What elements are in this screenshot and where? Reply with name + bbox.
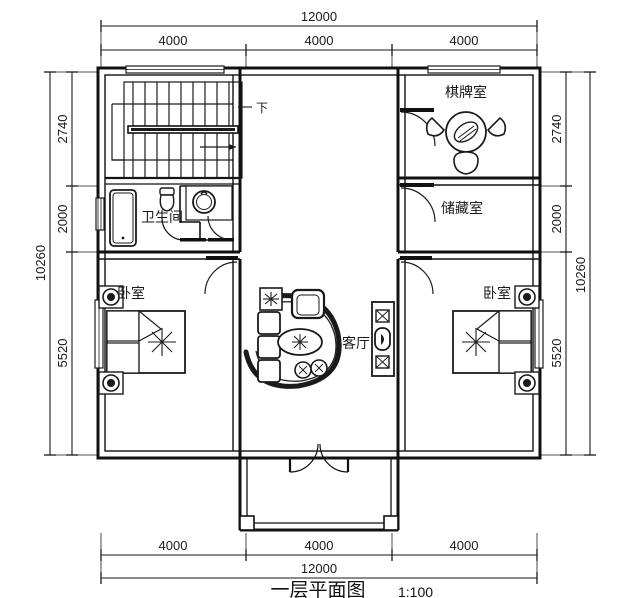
exterior-wall-inner (104, 74, 534, 452)
porch-column-left (239, 515, 255, 531)
sofa-module-3 (257, 359, 281, 383)
top-dimension-chain (100, 20, 538, 68)
bed-right-motif-icon (462, 328, 490, 356)
tv-screen-detail (381, 334, 384, 345)
stair-handrail-core (131, 128, 235, 131)
left-bay-dim-label-2: 2000 (55, 205, 70, 234)
door-leaf-mahjong (400, 108, 434, 112)
speaker-x (375, 309, 390, 323)
room-label-storage: 储藏室 (441, 200, 483, 217)
right-bay-dim-label-2: 2000 (549, 205, 564, 234)
right-dimension-chain (540, 71, 596, 456)
bottom-dimension-chain (100, 533, 538, 584)
room-label-mahjong: 棋牌室 (445, 84, 487, 101)
entry-door-swing-left (289, 443, 319, 473)
lamp-right-bottom-core (523, 379, 531, 387)
left-bay-dim-label-3: 5520 (55, 339, 70, 368)
bathtub-inner (112, 192, 134, 244)
right-bay-dim-label-1: 2740 (549, 115, 564, 144)
toilet-tank-icon (159, 187, 175, 196)
bathtub-drain-icon (121, 236, 125, 240)
mahjong-chair-2-icon (486, 116, 507, 137)
plant-icon (263, 292, 279, 306)
top-overall-dim-label: 12000 (301, 9, 337, 24)
mahjong-table-detail (457, 125, 475, 139)
door-swing-bedroom-right (400, 261, 434, 295)
door-swing-bedroom-left (204, 261, 238, 295)
right-overall-dim-label: 10260 (573, 257, 588, 293)
room-label-bedroom-right: 卧室 (483, 285, 511, 302)
mahjong-chair-3-icon (453, 151, 479, 175)
lamp-left-top-core (107, 293, 115, 301)
mahjong-table-detail (459, 128, 477, 142)
room-label-living: 客厅 (342, 335, 370, 352)
stair-direction-label: 下 (256, 101, 268, 115)
bathroom-fixtures (95, 185, 233, 247)
left-bay-dim-label-1: 2740 (55, 115, 70, 144)
drawing-scale: 1:100 (398, 584, 433, 598)
room-label-bedroom-left: 卧室 (117, 285, 145, 302)
mahjong-chair-1-icon (425, 116, 446, 137)
door-swing-storage (400, 187, 436, 223)
door-leaf-storage (400, 183, 434, 187)
living-room-furniture (243, 287, 395, 389)
door-leaf-bath-1 (180, 238, 206, 242)
left-overall-dim-label: 10260 (33, 245, 48, 281)
toilet-bowl-icon (159, 194, 175, 212)
bedroom-left-furniture (98, 285, 186, 395)
exterior-wall-outer (96, 66, 542, 460)
stair-outline (123, 81, 243, 179)
entry-door-swing-right (319, 443, 349, 473)
right-bay-dim-label-3: 5520 (549, 339, 564, 368)
window-bath-left (95, 197, 105, 231)
bed-right-pillow-2 (498, 342, 532, 374)
stair-direction-arrowhead (229, 144, 236, 150)
armchair-cushion (296, 294, 320, 316)
bottom-bay-dim-label-2: 4000 (305, 538, 334, 553)
bed-left-pillow-1 (106, 310, 140, 342)
bed-right-pillow-1 (498, 310, 532, 342)
door-swing-mahjong (400, 111, 436, 147)
sink-basin-inner (196, 194, 212, 210)
entrance-porch (238, 443, 400, 532)
bedroom-right-furniture (452, 285, 540, 395)
stool-detail (298, 363, 324, 375)
drawing-title: 一层平面图 (270, 579, 365, 598)
top-bay-dim-label-3: 4000 (450, 33, 479, 48)
bottom-overall-dim-label: 12000 (301, 561, 337, 576)
doors (161, 108, 436, 295)
bed-left-duvet-fold (138, 309, 163, 343)
bed-left-pillow-2 (106, 342, 140, 374)
bed-left-motif-icon (148, 328, 176, 356)
faucet-icon (200, 191, 208, 195)
door-leaf-bath-2 (208, 238, 234, 242)
door-leaf-bedroom-left (206, 256, 238, 260)
porch-column-right (383, 515, 399, 531)
top-bay-dim-label-1: 4000 (159, 33, 188, 48)
door-leaf-bedroom-right (400, 256, 432, 260)
bottom-bay-dim-label-3: 4000 (450, 538, 479, 553)
left-dimension-chain (44, 71, 98, 456)
sofa-module-2 (257, 335, 281, 359)
bottom-bay-dim-label-1: 4000 (159, 538, 188, 553)
lamp-right-top-core (523, 293, 531, 301)
coffee-table-centerpiece-icon (292, 334, 308, 350)
bed-right-duvet-fold (475, 309, 500, 343)
top-bay-dim-label-2: 4000 (305, 33, 334, 48)
room-label-bathroom: 卫生间 (141, 210, 183, 226)
staircase (111, 81, 252, 179)
sofa-module-1 (257, 311, 281, 335)
mahjong-room-furniture (425, 111, 507, 175)
speaker-x (375, 355, 390, 369)
lamp-left-bottom-core (107, 379, 115, 387)
